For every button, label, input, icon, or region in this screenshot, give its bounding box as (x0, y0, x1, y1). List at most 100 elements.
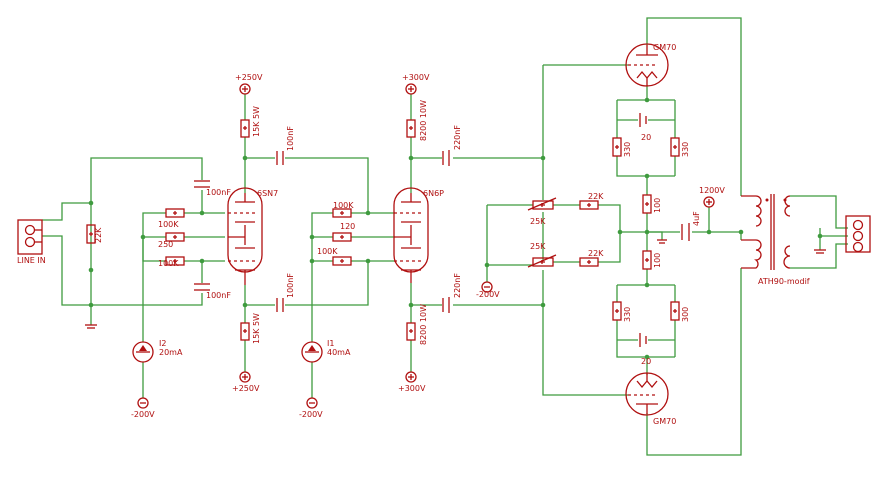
c100-top-label: 100nF (286, 126, 295, 151)
c220-bot-label: 220nF (453, 273, 462, 298)
r100-a-label: 100 (653, 198, 662, 213)
current-source-i1 (301, 341, 323, 363)
pot-25k-top (527, 197, 557, 211)
supply-minus-200-a (137, 397, 149, 409)
supply-300-top (405, 83, 417, 95)
cap-input-top-label: 100nF (206, 188, 231, 197)
minus200-c-label: -200V (476, 290, 500, 299)
minus200-b-label: -200V (299, 410, 323, 419)
line-in-connector (17, 219, 43, 255)
cap-100nf-top (276, 151, 284, 165)
gm70-top-label: GM70 (653, 43, 676, 52)
v1200-label: 1200V (699, 186, 725, 195)
cap-220nf-bot (442, 297, 450, 313)
supply-minus-200-c (481, 281, 493, 293)
r15k-top-label: 15K 5W (252, 106, 261, 137)
r100k-b-label: 100K (158, 259, 179, 268)
supply-1200v (703, 196, 715, 208)
r100-b-label: 100 (653, 253, 662, 268)
r22k-top-label: 22K (588, 192, 604, 201)
r-330-a (612, 137, 622, 157)
junction-dots (88, 97, 823, 360)
r-15k-bot (240, 322, 250, 341)
v250-top-label: +250V (235, 73, 263, 82)
r-grid-100k-top (165, 208, 185, 218)
v250-bot-label: +250V (232, 384, 260, 393)
r100k-d-label: 100K (317, 247, 338, 256)
tube-gm70-top (625, 43, 669, 87)
r300-label: 300 (681, 307, 690, 322)
r-300 (670, 301, 680, 321)
r-input-label: 22K (94, 227, 103, 243)
r20-bot-label: 20 (641, 357, 651, 366)
r-330-b (670, 137, 680, 157)
i1-value: 40mA (327, 348, 351, 357)
r-100-b (642, 250, 652, 270)
pot-25k-bot (527, 254, 557, 268)
heater-20v-top (639, 113, 647, 127)
current-source-i2 (132, 341, 154, 363)
c220-top-label: 220nF (453, 125, 462, 150)
tube2-label: 6N6P (423, 189, 444, 198)
cap-input-top (194, 180, 210, 188)
tube-6n6p (393, 187, 429, 283)
line-in-label: LINE IN (17, 256, 46, 265)
output-connector (845, 215, 871, 253)
supply-minus-200-b (306, 397, 318, 409)
c4uf-label: 4uF (692, 211, 701, 226)
gm70-bot-label: GM70 (653, 417, 676, 426)
r-120 (332, 232, 352, 242)
r-22k-top (579, 200, 599, 210)
cap-4uf (681, 223, 690, 241)
supply-250-top (239, 83, 251, 95)
wires (42, 17, 848, 456)
ground-output (814, 249, 826, 254)
r120-label: 120 (340, 222, 355, 231)
r20-top-label: 20 (641, 133, 651, 142)
i2-name: I2 (159, 339, 166, 348)
cap-220nf-top (442, 150, 450, 166)
r330-b-label: 330 (681, 142, 690, 157)
pot-bot-label: 25K (530, 242, 546, 251)
r-grid2-100k-bot (332, 256, 352, 266)
r250-label: 250 (158, 240, 173, 249)
r-100-a (642, 194, 652, 214)
c100-bot-label: 100nF (286, 273, 295, 298)
cap-input-bot (194, 283, 210, 291)
v300-bot-label: +300V (398, 384, 426, 393)
heater-20v-bot (639, 333, 647, 347)
i2-value: 20mA (159, 348, 183, 357)
r-250 (165, 232, 185, 242)
xfmr-label: ATH90-modif (758, 277, 810, 286)
r-330-c (612, 301, 622, 321)
r330-c-label: 330 (623, 307, 632, 322)
r-grid-100k-bot (165, 256, 185, 266)
r8200-top-label: 8200 10W (419, 100, 428, 141)
r100k-a-label: 100K (158, 220, 179, 229)
r330-a-label: 330 (623, 142, 632, 157)
tube-gm70-bot (625, 372, 669, 416)
r-22k-bot (579, 257, 599, 267)
cap-100nf-bot (276, 298, 284, 312)
supply-300-bot (405, 371, 417, 383)
r-input-22k (86, 224, 96, 244)
r-15k-top (240, 119, 250, 138)
r8200-bot-label: 8200 10W (419, 304, 428, 345)
r15k-bot-label: 15K 5W (252, 313, 261, 344)
output-transformer (741, 194, 791, 270)
tube1-label: 6SN7 (257, 189, 278, 198)
v300-top-label: +300V (402, 73, 430, 82)
pot-top-label: 25K (530, 217, 546, 226)
r100k-c-label: 100K (333, 201, 354, 210)
supply-250-bot (239, 371, 251, 383)
r-8200-top (406, 119, 416, 138)
i1-name: I1 (327, 339, 334, 348)
r-grid2-100k-top (332, 208, 352, 218)
ground-symbol (85, 324, 97, 329)
r22k-bot-label: 22K (588, 249, 604, 258)
cap-input-bot-label: 100nF (206, 291, 231, 300)
ground-center (657, 239, 667, 244)
r-8200-bot (406, 322, 416, 341)
tube-6sn7 (227, 187, 263, 285)
